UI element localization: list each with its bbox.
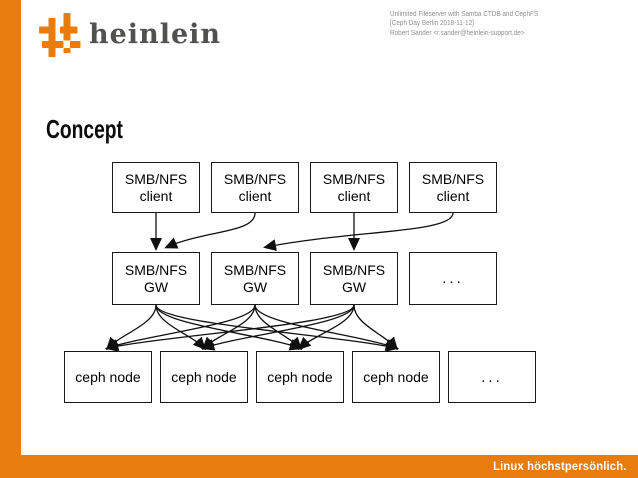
client-label-line2: client [436, 187, 470, 204]
client-label-line2: client [139, 187, 173, 204]
presentation-info: Unlimited Fileserver with Samba CTDB and… [390, 9, 538, 37]
ceph-node-box: ceph node [160, 351, 248, 403]
gateway-box: SMB/NFS GW [112, 252, 200, 305]
ellipsis-label: ... [481, 368, 503, 386]
presentation-title-line: Unlimited Fileserver with Samba CTDB and… [390, 9, 539, 18]
footer-tagline: Linux höchstpersönlich. [493, 460, 627, 473]
gateway-label-line1: SMB/NFS [322, 261, 386, 278]
ceph-node-box: ceph node [256, 351, 344, 403]
ceph-node-box: ceph node [352, 351, 440, 403]
client-box: SMB/NFS client [112, 162, 200, 213]
client-label-line1: SMB/NFS [223, 170, 287, 187]
client-box: SMB/NFS client [409, 162, 497, 213]
gateway-label-line2: GW [143, 278, 169, 295]
ellipsis-label: ... [442, 270, 464, 287]
client-box: SMB/NFS client [211, 162, 299, 213]
heinlein-wordmark: heinlein [89, 19, 222, 50]
ceph-node-box: ceph node [64, 351, 152, 403]
ceph-node-label: ceph node [267, 368, 333, 385]
ceph-node-ellipsis-box: ... [448, 351, 536, 403]
sidebar-accent-bar [0, 0, 21, 478]
client-box: SMB/NFS client [310, 162, 398, 213]
ceph-node-label: ceph node [363, 368, 429, 385]
page-title: Concept [46, 114, 123, 144]
client-label-line2: client [337, 187, 371, 204]
footer-bar: Linux höchstpersönlich. [0, 455, 638, 478]
client-label-line1: SMB/NFS [322, 170, 386, 187]
gateway-label-line1: SMB/NFS [124, 261, 188, 278]
gateway-box: SMB/NFS GW [211, 252, 299, 305]
gateway-label-line1: SMB/NFS [223, 261, 287, 278]
ceph-node-label: ceph node [171, 368, 237, 385]
presentation-event-line: [Ceph Day Berlin 2018-11-12] [390, 18, 474, 28]
gateway-label-line2: GW [341, 278, 367, 295]
client-label-line1: SMB/NFS [421, 170, 485, 187]
client-label-line1: SMB/NFS [124, 170, 188, 187]
presentation-author-line: Robert Sander <r.sander@heinlein-support… [390, 27, 525, 37]
heinlein-hash-icon [39, 13, 81, 57]
gateway-box: SMB/NFS GW [310, 252, 398, 305]
ceph-node-label: ceph node [75, 368, 141, 385]
gateway-ellipsis-box: ... [409, 252, 497, 305]
gateway-label-line2: GW [242, 278, 268, 295]
client-label-line2: client [238, 187, 272, 204]
